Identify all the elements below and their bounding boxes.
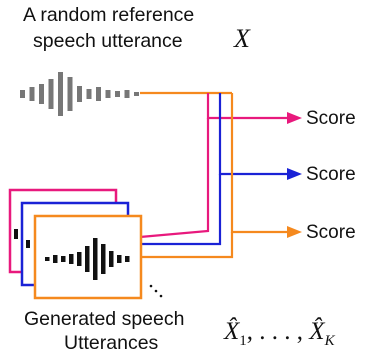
waveform-bar xyxy=(20,90,25,98)
reference-symbol: X xyxy=(234,24,250,53)
waveform-bar xyxy=(96,87,101,101)
orange-score-line xyxy=(230,93,289,234)
orange-arrowhead xyxy=(287,226,302,238)
reference-waveform xyxy=(20,72,139,116)
pink-card-connector xyxy=(139,118,210,239)
waveform-bar xyxy=(124,90,130,98)
back-card-bar xyxy=(26,240,30,248)
back-card-bar xyxy=(14,229,18,239)
blue-score-line xyxy=(218,93,289,176)
generated-waveform xyxy=(45,238,130,280)
orange-card-connector xyxy=(140,232,234,259)
waveform-bar xyxy=(93,238,98,280)
waveform-bar xyxy=(45,257,50,261)
pink-arrowhead xyxy=(287,112,302,124)
reference-caption-line1: A random reference xyxy=(23,4,195,26)
score-label-orange: Score xyxy=(306,222,356,243)
waveform-bar xyxy=(117,255,122,263)
waveform-bar xyxy=(58,72,63,116)
waveform-bar xyxy=(101,244,106,274)
score-label-blue: Score xyxy=(306,164,356,185)
waveform-bar xyxy=(67,77,73,111)
reference-caption-line2: speech utterance xyxy=(33,30,183,52)
waveform-bar xyxy=(77,86,82,102)
ellipsis-dot xyxy=(149,284,153,288)
waveform-bar xyxy=(53,255,58,263)
waveform-bar xyxy=(85,246,90,272)
generated-symbol: X̂1, . . . , X̂K xyxy=(224,318,335,349)
ellipsis-dot xyxy=(154,289,158,293)
blue-card-connector xyxy=(140,174,222,246)
ellipsis-dot xyxy=(159,294,163,298)
waveform-bar xyxy=(61,256,66,262)
waveform-bar xyxy=(29,87,35,101)
waveform-bar xyxy=(86,89,92,99)
blue-arrowhead xyxy=(287,168,302,180)
generated-caption-line1: Generated speech xyxy=(24,308,185,330)
waveform-bar xyxy=(77,252,82,266)
score-label-pink: Score xyxy=(306,108,356,129)
waveform-bar xyxy=(69,254,74,264)
waveform-bar xyxy=(115,91,120,97)
waveform-bar xyxy=(109,251,114,267)
generated-caption-line2: Utterances xyxy=(64,332,159,354)
waveform-bar xyxy=(134,92,139,96)
waveform-bar xyxy=(48,79,54,109)
waveform-bar xyxy=(105,90,111,98)
waveform-bar xyxy=(39,84,44,104)
waveform-bar xyxy=(125,256,130,262)
